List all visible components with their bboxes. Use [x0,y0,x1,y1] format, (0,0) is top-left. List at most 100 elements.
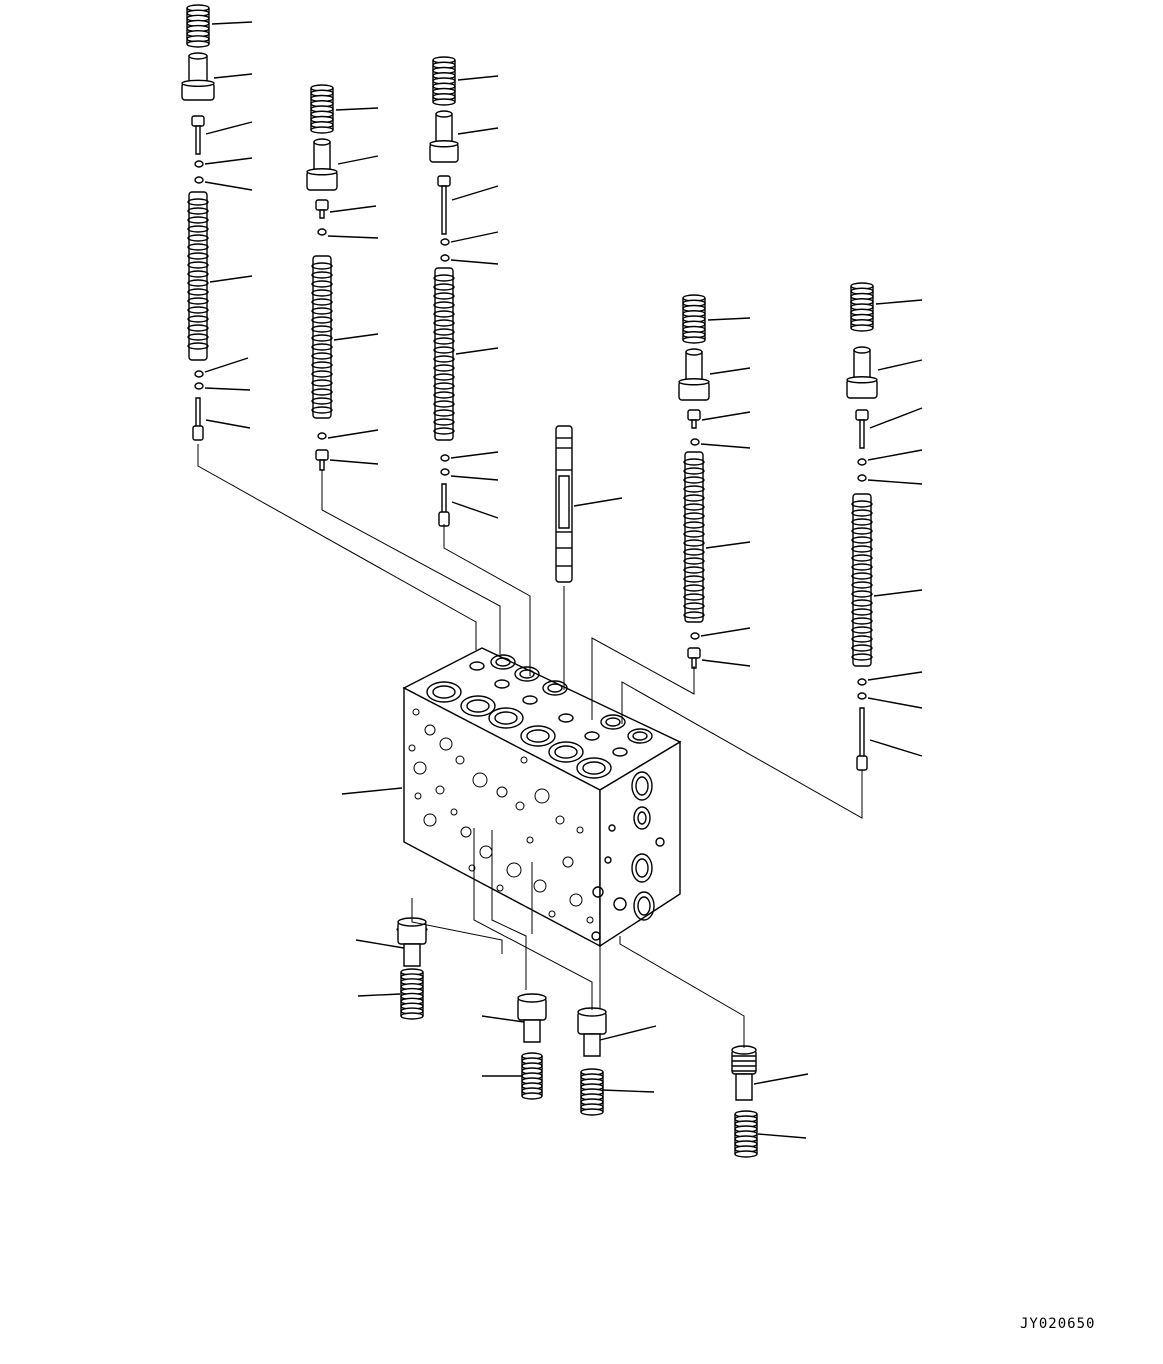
leader-line [870,740,922,756]
leader-line [868,480,922,484]
leader-line [458,128,498,134]
leader-line [328,430,378,438]
leader-line [452,502,498,518]
leader-line [758,1134,806,1138]
leader-line [336,108,378,110]
leader-line [868,450,922,460]
leader-line [330,460,378,464]
spring-part [851,283,873,331]
leader-line [754,1074,808,1084]
o-ring [858,475,866,481]
pin-part [857,708,867,770]
valve-body-leader [342,788,402,794]
o-ring [858,679,866,685]
leader-line [358,994,400,996]
leader-line [214,74,252,78]
leader-line [868,698,922,708]
spring-part [311,85,333,133]
spool-part [434,268,454,440]
stopper-part [438,176,450,234]
leader-line [701,444,750,448]
o-ring [441,255,449,261]
leader-line [876,300,922,304]
retainer-part [430,111,458,162]
spring-part [433,57,455,105]
leader-line [706,542,750,548]
o-ring [858,693,866,699]
spool-part [852,494,872,666]
stopper-part [688,410,700,428]
part-stacks [182,5,877,1157]
leader-line [206,122,252,134]
spool-part [312,256,332,418]
leader-line [874,590,922,596]
stopper-part [192,116,204,154]
retainer-part [182,53,214,100]
spool-rod-part [556,426,572,582]
spring-part [581,1069,603,1115]
leader-line [210,276,252,282]
leader-line [600,1026,656,1040]
leader-line [330,206,376,212]
leader-line [574,498,622,506]
stopper-part [316,200,328,218]
retainer-part [847,347,877,398]
o-ring [195,177,203,183]
retainer-part [578,1008,606,1056]
leader-line [338,156,378,164]
leader-line [708,318,750,320]
leader-line [602,1090,654,1092]
leader-line [205,182,252,190]
spring-part [683,295,705,343]
leader-line [451,232,498,242]
leader-line [206,420,250,428]
o-ring [691,633,699,639]
o-ring [195,161,203,167]
o-ring [318,229,326,235]
leader-line [868,672,922,680]
spool-part [684,452,704,622]
figure-code: JY020650 [1020,1316,1096,1332]
leader-line [205,388,250,390]
leader-line [870,408,922,428]
o-ring [318,433,326,439]
retainer-part [398,918,426,966]
leader-lines [205,22,922,1138]
o-ring [195,371,203,377]
spring-part [522,1053,542,1099]
valve-body [404,648,680,946]
leader-line [456,348,498,354]
leader-line [702,412,750,420]
leader-line [710,368,750,374]
o-ring [195,383,203,389]
retainer-part [307,139,337,190]
leader-line [451,452,498,458]
assembly-guide-lines [198,444,862,1048]
o-ring [441,455,449,461]
leader-line [702,660,750,666]
spool-part [188,192,208,360]
spring-part [187,5,209,47]
leader-line [482,1016,524,1022]
leader-line [878,360,922,370]
o-ring [441,239,449,245]
leader-line [701,628,750,636]
o-ring [691,439,699,445]
leader-line [356,940,404,948]
pin-part [439,484,449,526]
pin-part [193,398,203,440]
leader-line [205,358,248,372]
o-ring [858,459,866,465]
leader-line [205,158,252,164]
stopper-part [688,648,700,668]
leader-line [451,476,498,480]
stopper-part [316,450,328,470]
leader-line [451,260,498,264]
retainer-part [518,994,546,1042]
stopper-part [856,410,868,448]
o-ring [441,469,449,475]
plug-part [732,1046,756,1100]
leader-line [334,334,378,340]
leader-line [328,236,378,238]
